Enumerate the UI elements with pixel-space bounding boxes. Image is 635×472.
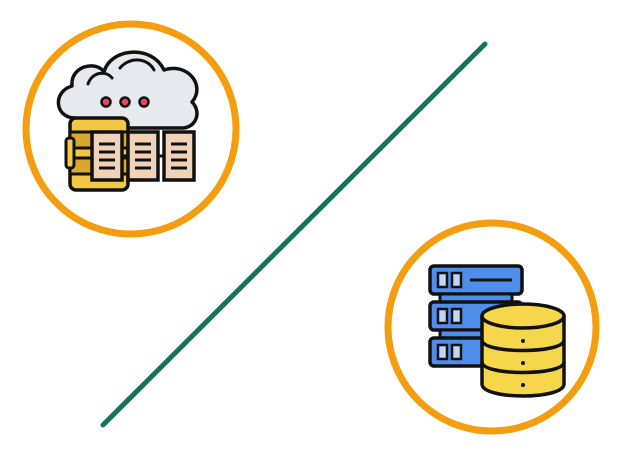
- cloud-inner-arc-2: [118, 58, 156, 72]
- cloud-dot-1: [100, 96, 112, 108]
- db-body: [480, 314, 566, 398]
- server-database-icon: [428, 264, 566, 398]
- cloud-inner-arc: [86, 71, 114, 86]
- server-rack-1: [428, 264, 524, 296]
- document-column-1: [90, 130, 124, 182]
- cloud-server-icon: [56, 50, 199, 192]
- document-column-2: [126, 130, 160, 182]
- document-column-3: [162, 130, 196, 182]
- db-top: [480, 302, 566, 330]
- on-premise-storage-node: [384, 219, 600, 435]
- cloud-storage-node: [22, 20, 240, 238]
- database-cylinder-icon: [480, 302, 566, 398]
- diagonal-divider-line: [100, 41, 488, 428]
- block-tab-left: [64, 136, 76, 170]
- cloud-dot-2: [119, 96, 131, 108]
- cloud-shape: [56, 50, 199, 130]
- db-band-1: [480, 339, 566, 353]
- db-band-2: [480, 361, 566, 375]
- cloud-dot-3: [138, 96, 150, 108]
